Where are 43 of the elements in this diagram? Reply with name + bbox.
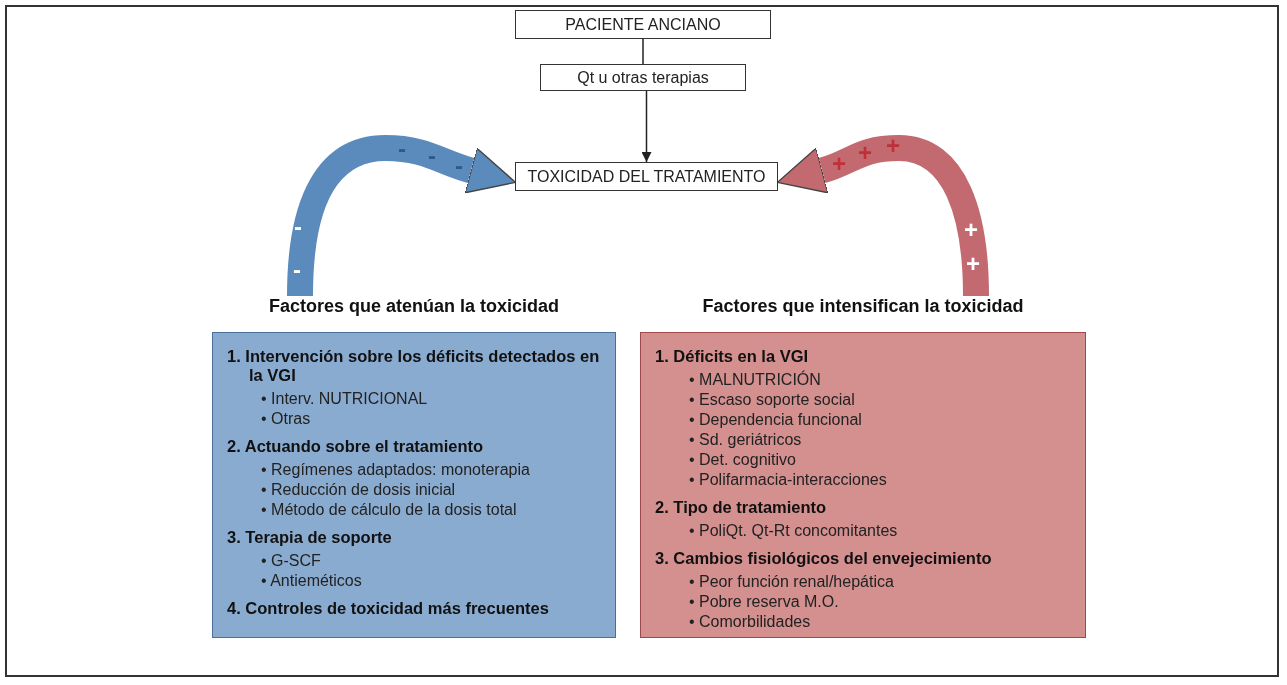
list-item: • Comorbilidades xyxy=(689,612,812,632)
curved-arrow xyxy=(777,135,989,297)
plus-sign: + xyxy=(964,218,978,242)
minus-sign: - xyxy=(294,215,302,239)
list-item: • Pobre reserva M.O. xyxy=(689,592,840,612)
list-heading: 2. Tipo de tratamiento xyxy=(655,498,828,517)
list-item: • Interv. NUTRICIONAL xyxy=(261,389,429,409)
list-heading: 1. Déficits en la VGI xyxy=(655,347,810,366)
process-box: PACIENTE ANCIANO xyxy=(515,10,771,39)
minus-sign: - xyxy=(455,154,463,178)
list-item: • MALNUTRICIÓN xyxy=(689,370,822,390)
list-heading: 4. Controles de toxicidad más frecuentes xyxy=(227,599,550,618)
plus-sign: + xyxy=(858,141,872,165)
process-box: Qt u otras terapias xyxy=(540,64,746,91)
plus-sign: + xyxy=(966,252,980,276)
minus-sign: - xyxy=(293,258,301,282)
list-item: • Otras xyxy=(261,409,312,429)
plus-sign: + xyxy=(832,152,846,176)
list-item: • Polifarmacia-interacciones xyxy=(689,470,888,490)
minus-sign: - xyxy=(428,144,436,168)
list-heading: 3. Cambios fisiológicos del envejecimiento xyxy=(655,549,993,568)
list-item: • Dependencia funcional xyxy=(689,410,863,430)
list-item: • Reducción de dosis inicial xyxy=(261,480,457,500)
plus-sign: + xyxy=(886,134,900,158)
panel-heading: Factores que intensifican la toxicidad xyxy=(701,296,1025,317)
list-item: • G-SCF xyxy=(261,551,322,571)
panel-heading: Factores que atenúan la toxicidad xyxy=(267,296,561,317)
list-item: • Antieméticos xyxy=(261,571,363,591)
list-item: • Det. cognitivo xyxy=(689,450,797,470)
list-heading: 2. Actuando sobre el tratamiento xyxy=(227,437,485,456)
list-item: • Método de cálculo de la dosis total xyxy=(261,500,518,520)
list-item: • Escaso soporte social xyxy=(689,390,856,410)
minus-sign: - xyxy=(398,137,406,161)
list-item: • PoliQt. Qt-Rt concomitantes xyxy=(689,521,899,541)
list-heading: 3. Terapia de soporte xyxy=(227,528,393,547)
list-item: • Peor función renal/hepática xyxy=(689,572,895,592)
arrow xyxy=(641,90,652,163)
curved-arrow xyxy=(287,135,516,297)
list-heading: 1. Intervención sobre los déficits detectados en la VGI xyxy=(227,347,601,385)
list-item: • Sd. geriátricos xyxy=(689,430,803,450)
process-box: TOXICIDAD DEL TRATAMIENTO xyxy=(515,162,778,191)
list-item: • Regímenes adaptados: monoterapia xyxy=(261,460,531,480)
connector-line xyxy=(642,38,644,65)
